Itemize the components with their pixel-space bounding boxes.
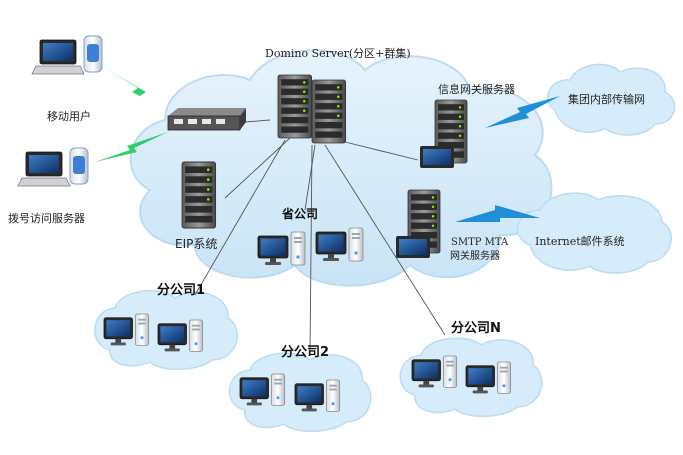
branch-1-label: 分公司1 [157, 282, 205, 298]
domino-server-label: Domino Server(分区+群集) [265, 46, 411, 60]
eip-server-icon [181, 161, 217, 229]
branch-n-label: 分公司N [451, 320, 501, 336]
dialup-server-laptop-icon [17, 147, 89, 187]
mobile-users-label: 移动用户 [47, 109, 91, 123]
dialup-server-label: 拨号访问服务器 [8, 211, 85, 225]
info-gateway-label: 信息网关服务器 [438, 82, 515, 96]
group-network-cloud [547, 63, 676, 136]
branch-2-label: 分公司2 [281, 344, 329, 360]
wireless-link-dialup [95, 132, 168, 162]
connection-lines [194, 119, 446, 356]
network-switch-icon [167, 108, 246, 131]
eip-system-label: EIP系统 [175, 237, 217, 251]
group-network-label: 集团内部传输网 [568, 92, 645, 106]
internet-mail-label: Internet邮件系统 [535, 235, 625, 248]
info-gateway-server-icon [420, 99, 468, 168]
smtp-gateway-server-icon [396, 189, 441, 258]
smtp-mta-label: SMTP MTA [451, 237, 509, 248]
domino-server-rack-icon [277, 74, 347, 144]
link-group-network [485, 96, 560, 128]
internet-mail-cloud [516, 192, 673, 274]
province-company-label: 省公司 [281, 206, 318, 221]
wireless-link-mobile [105, 68, 172, 112]
smtp-gateway-label: 网关服务器 [450, 249, 500, 262]
mobile-user-laptop-icon [31, 35, 103, 75]
link-internet-mail [455, 205, 540, 222]
